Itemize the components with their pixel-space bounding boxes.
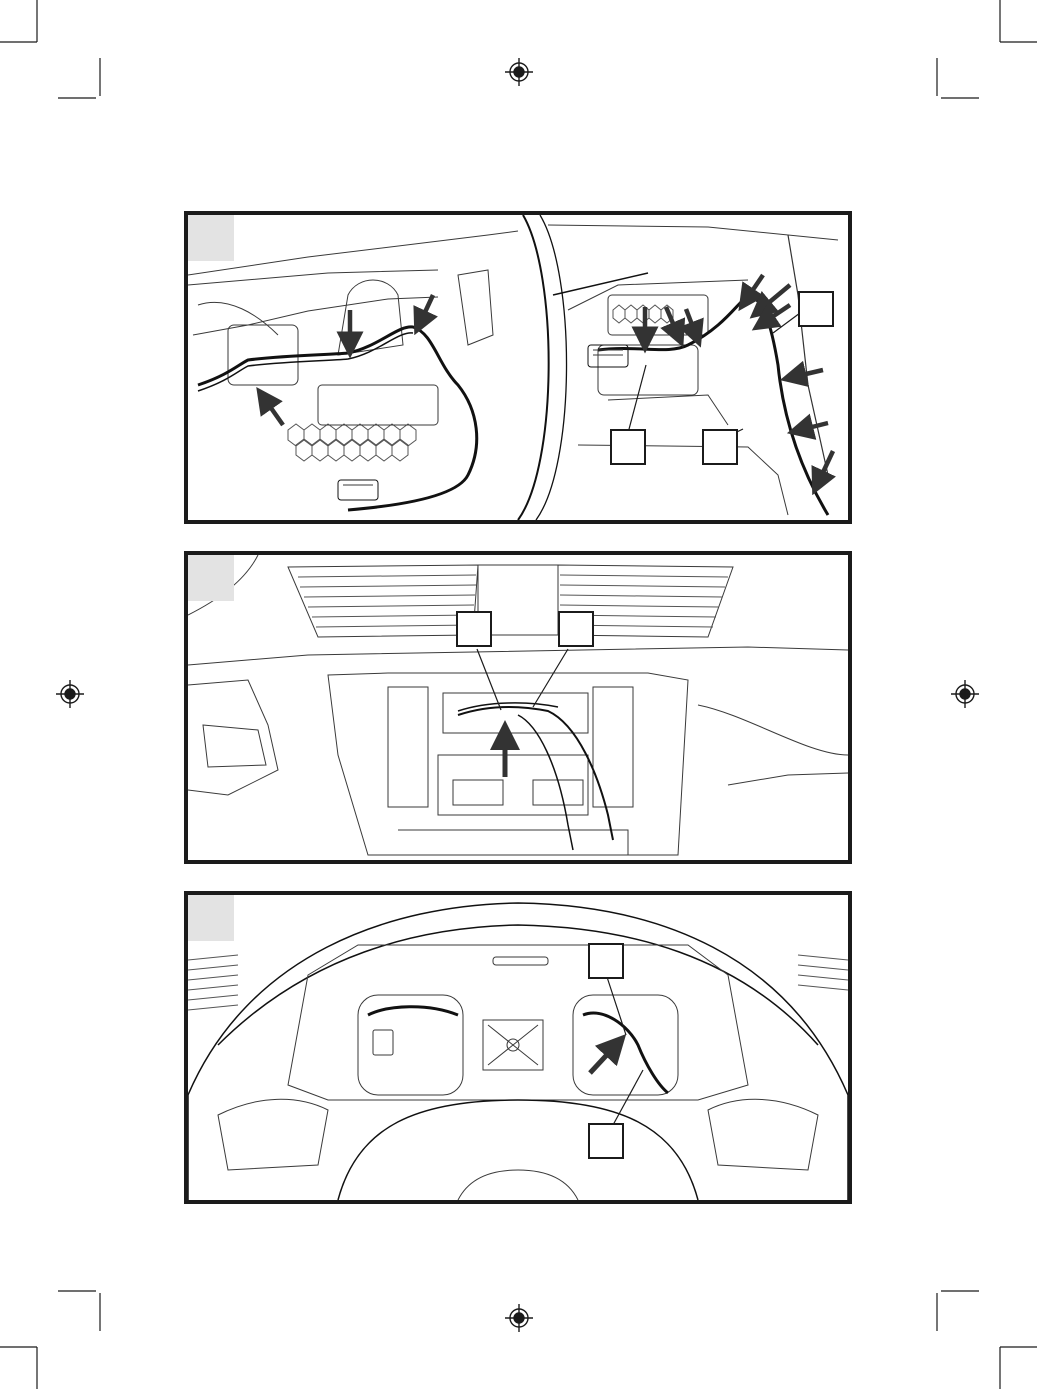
registration-mark-icon bbox=[505, 58, 533, 86]
arrow-icon bbox=[590, 1045, 616, 1073]
step-number-tab bbox=[188, 215, 234, 261]
engine-bay-illustration bbox=[188, 215, 848, 520]
callout-box bbox=[588, 1123, 624, 1159]
crop-mark-icon bbox=[0, 1291, 100, 1389]
registration-mark-icon bbox=[951, 680, 979, 708]
instrument-cluster-illustration bbox=[188, 895, 848, 1200]
crop-mark-icon bbox=[937, 1291, 1037, 1389]
step-number-tab bbox=[188, 555, 234, 601]
callout-box bbox=[558, 611, 594, 647]
step-number-tab bbox=[188, 895, 234, 941]
callout-box bbox=[610, 429, 646, 465]
callout-box bbox=[702, 429, 738, 465]
callout-box bbox=[456, 611, 492, 647]
figure-engine-bay-wiring bbox=[184, 211, 852, 524]
dashboard-center-illustration bbox=[188, 555, 848, 860]
figure-instrument-cluster bbox=[184, 891, 852, 1204]
callout-box bbox=[798, 291, 834, 327]
registration-mark-icon bbox=[505, 1304, 533, 1332]
callout-box bbox=[588, 943, 624, 979]
figure-dashboard-center bbox=[184, 551, 852, 864]
registration-mark-icon bbox=[56, 680, 84, 708]
crop-mark-icon bbox=[0, 0, 100, 98]
crop-mark-icon bbox=[937, 0, 1037, 98]
